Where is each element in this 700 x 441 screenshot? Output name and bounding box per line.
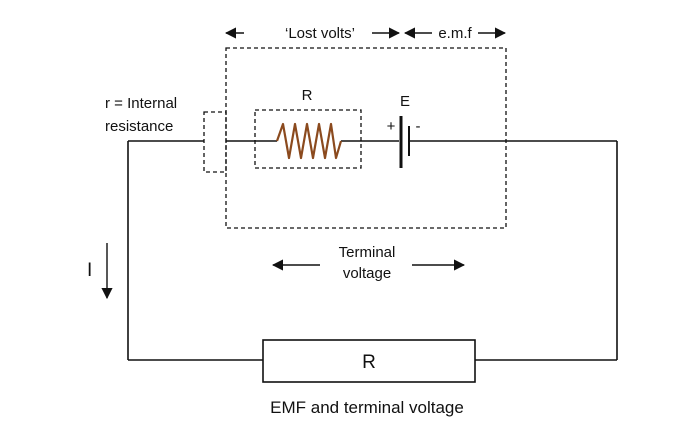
cell-label: E bbox=[400, 93, 410, 110]
cell-symbol bbox=[399, 116, 410, 168]
cell-dashed-box bbox=[225, 47, 507, 229]
load-resistor-label: R bbox=[362, 352, 376, 373]
minus-sign: - bbox=[416, 118, 421, 135]
internal-resistance-label-line1: r = Internal bbox=[105, 95, 177, 112]
internal-resistance-label-line2: resistance bbox=[105, 118, 173, 135]
current-label: I bbox=[87, 260, 92, 281]
resistor-label: R bbox=[302, 87, 313, 104]
load-resistor-box bbox=[262, 339, 476, 383]
internal-resistance-dashed-box bbox=[203, 111, 227, 173]
plus-sign: + bbox=[387, 118, 396, 135]
terminal-voltage-label-line2: voltage bbox=[343, 265, 391, 282]
circuit-wires bbox=[127, 140, 618, 361]
resistor-zigzag bbox=[275, 122, 343, 160]
diagram-caption: EMF and terminal voltage bbox=[270, 398, 464, 417]
terminal-voltage-label-line1: Terminal bbox=[339, 244, 396, 261]
emf-label: e.m.f bbox=[438, 25, 472, 42]
resistor-dashed-box bbox=[254, 109, 362, 169]
lost-volts-label: ‘Lost volts’ bbox=[285, 25, 355, 42]
